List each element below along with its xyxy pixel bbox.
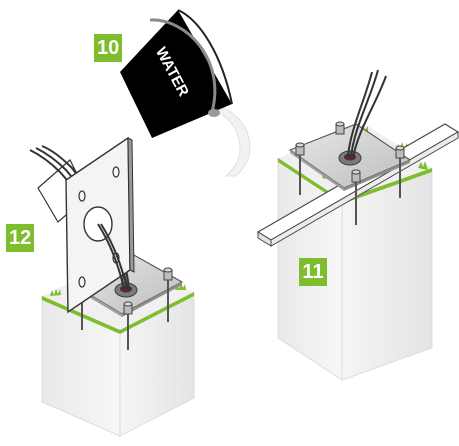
wire-through-plate xyxy=(97,223,128,290)
step-badge-11: 11 xyxy=(299,258,327,286)
water-stream xyxy=(217,107,251,177)
anchor-bolts-right xyxy=(295,121,405,225)
anchor-bolt xyxy=(395,145,405,198)
anchor-bolt xyxy=(163,267,173,322)
anchor-bolt xyxy=(123,301,133,350)
anchor-bolt xyxy=(351,169,361,225)
step-badge-10: 10 xyxy=(94,34,123,62)
anchor-plate-right xyxy=(288,123,412,191)
water-bucket: WATER xyxy=(120,9,233,138)
anchor-bolt xyxy=(335,121,345,135)
anchor-bolt xyxy=(295,142,305,195)
wire-bundle-right xyxy=(347,69,387,159)
step-badge-12: 12 xyxy=(6,224,35,252)
